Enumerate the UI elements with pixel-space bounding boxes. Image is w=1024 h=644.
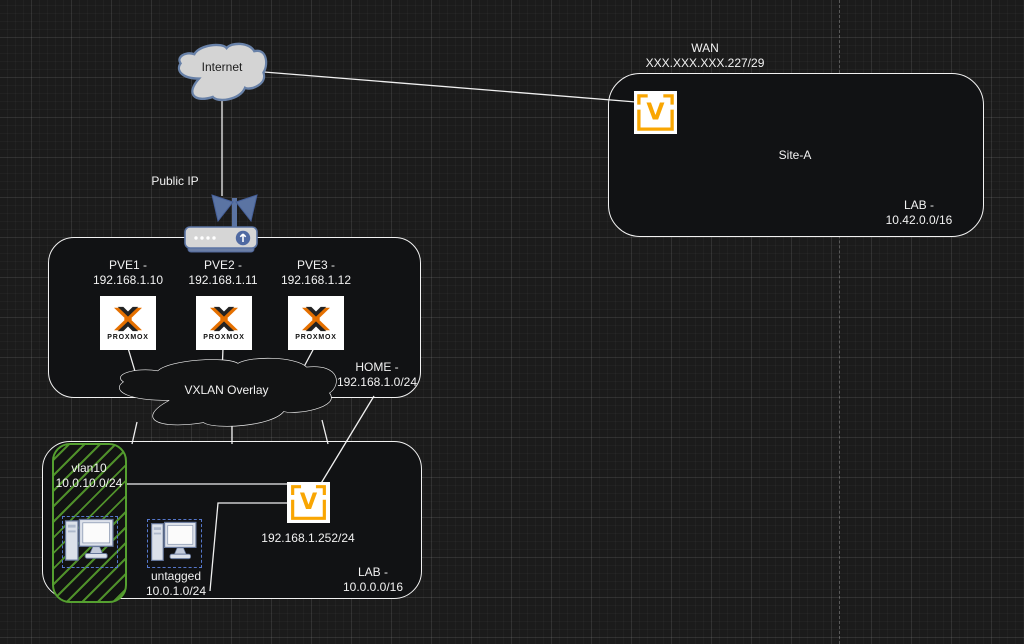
- edge-internet-to-site-a[interactable]: [263, 71, 649, 104]
- pve1-node[interactable]: PROXMOX: [100, 296, 156, 350]
- lab-router[interactable]: V: [287, 482, 330, 523]
- desktop-computer-icon: [64, 518, 114, 561]
- pve3-node[interactable]: PROXMOX: [288, 296, 344, 350]
- lab-router-ip-label: 192.168.1.252/24: [261, 531, 355, 545]
- site-a-router[interactable]: V: [634, 91, 677, 134]
- vyos-router-icon: V: [637, 94, 674, 131]
- pve2-label: PVE2 - 192.168.1.11: [188, 258, 258, 287]
- edge-overlay-to-lab-3[interactable]: [321, 419, 329, 445]
- edge-home-to-lab-router[interactable]: [316, 395, 375, 491]
- proxmox-wordmark: PROXMOX: [203, 334, 245, 341]
- home-network-label: HOME - 192.168.1.0/24: [336, 360, 418, 389]
- proxmox-logo-icon: [302, 306, 330, 332]
- untagged-label: untagged 10.0.1.0/24: [145, 569, 207, 598]
- proxmox-wordmark: PROXMOX: [295, 334, 337, 341]
- pve2-node[interactable]: PROXMOX: [196, 296, 252, 350]
- page-boundary-guide: [839, 0, 840, 644]
- vyos-v-glyph: V: [646, 97, 665, 125]
- public-router[interactable]: [183, 192, 259, 254]
- untagged-workstation[interactable]: [147, 519, 202, 568]
- internet-cloud[interactable]: Internet: [176, 42, 268, 103]
- vlan10-label: vlan10 10.0.10.0/24: [55, 461, 123, 490]
- pve1-label: PVE1 - 192.168.1.10: [92, 258, 164, 287]
- site-a-network-label: LAB - 10.42.0.0/16: [885, 198, 953, 227]
- proxmox-logo-icon: [210, 306, 238, 332]
- edge-overlay-to-lab-1[interactable]: [131, 421, 138, 445]
- cloud-icon: [177, 42, 268, 102]
- edge-untagged-to-lab-router[interactable]: [209, 502, 300, 592]
- site-a-title: Site-A: [778, 148, 812, 162]
- vyos-router-icon: V: [291, 485, 326, 520]
- public-ip-label: Public IP: [151, 174, 199, 188]
- vxlan-overlay-label: VXLAN Overlay: [184, 383, 269, 397]
- pve3-label: PVE3 - 192.168.1.12: [280, 258, 352, 287]
- vyos-v-glyph: V: [300, 489, 318, 515]
- wan-label: WAN XXX.XXX.XXX.227/29: [645, 41, 765, 70]
- lab-network-label: LAB - 10.0.0.0/16: [342, 565, 404, 594]
- vlan10-workstation[interactable]: [62, 516, 118, 568]
- desktop-computer-icon: [151, 521, 197, 561]
- proxmox-wordmark: PROXMOX: [107, 334, 149, 341]
- cloud-outline-icon: [112, 356, 341, 430]
- wireless-router-icon: [184, 194, 258, 253]
- internet-label: Internet: [201, 60, 243, 74]
- proxmox-logo-icon: [114, 306, 142, 332]
- vxlan-overlay-cloud[interactable]: VXLAN Overlay: [112, 356, 341, 430]
